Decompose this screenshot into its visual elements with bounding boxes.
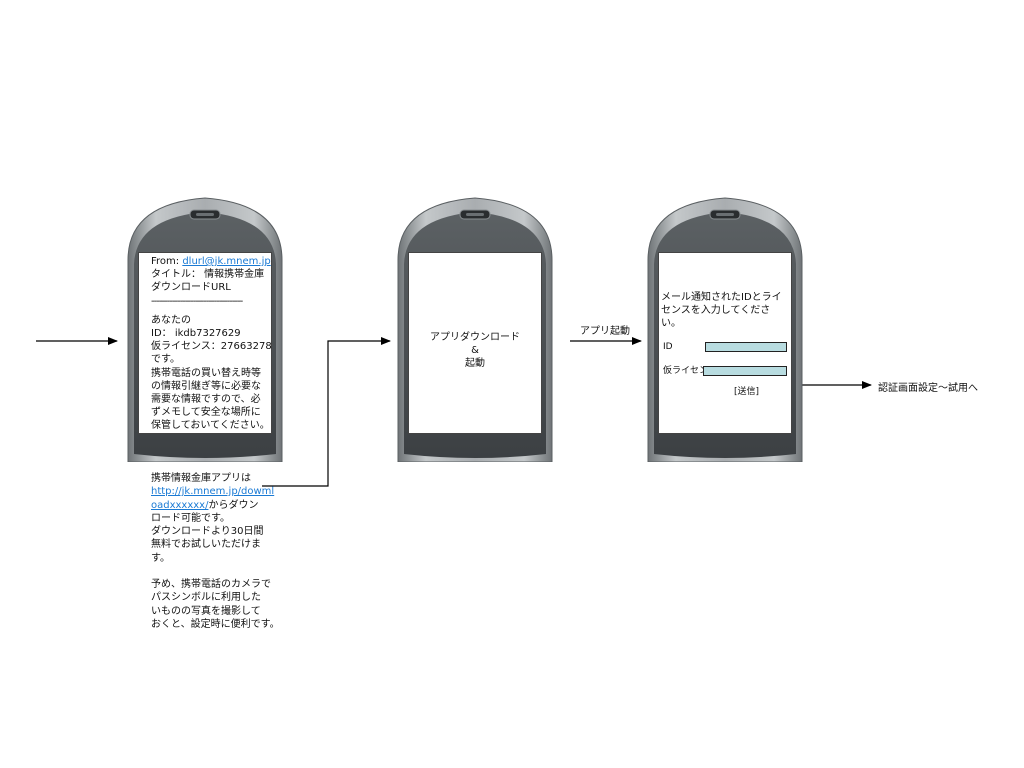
- license-row: 仮ライセンス: [661, 364, 789, 378]
- mail-body-line: 保管しておいてください。: [151, 420, 270, 432]
- mail-title-line: タイトル： 情報携帯金庫: [151, 269, 265, 281]
- id-row: ID: [661, 340, 789, 354]
- note-line: おくと、設定時に便利です。: [151, 618, 280, 630]
- instruction-line: メール通知されたIDとライ: [661, 292, 782, 303]
- launch-line: 起動: [465, 358, 485, 369]
- license-label: 仮ライセンス: [663, 366, 717, 376]
- phone-screen: メール通知されたIDとライ センスを入力してください。 ID 仮ライセンス [送…: [658, 252, 792, 434]
- note-line: 無料でお試しいただけま: [151, 539, 261, 551]
- download-url-link[interactable]: http://jk.mnem.jp/dowml: [151, 486, 275, 498]
- mail-title-line: ダウンロードURL: [151, 282, 231, 294]
- instruction-line: センスを入力してください。: [661, 305, 771, 329]
- mail-body-line: 仮ライセンス：27663278: [151, 341, 272, 353]
- phone-download: アプリダウンロード & 起動: [394, 190, 556, 462]
- download-message: アプリダウンロード & 起動: [409, 331, 541, 370]
- ampersand-line: &: [471, 345, 479, 356]
- id-input[interactable]: [705, 342, 787, 352]
- from-email-link[interactable]: dlurl@jk.mnem.jp: [182, 256, 271, 267]
- phone-screen: From: dlurl@jk.mnem.jp タイトル： 情報携帯金庫 ダウンロ…: [138, 252, 272, 434]
- next-step-label: 認証画面設定～試用へ: [878, 383, 978, 394]
- login-form: メール通知されたIDとライ センスを入力してください。 ID 仮ライセンス [送…: [659, 253, 791, 399]
- note-line: ロード可能です。: [151, 512, 230, 524]
- mail-body-line: です。: [151, 354, 180, 366]
- download-note: 携帯情報金庫アプリは http://jk.mnem.jp/dowml oadxx…: [151, 472, 286, 631]
- license-input[interactable]: [703, 366, 787, 376]
- mail-body-line: の情報引継ぎ等に必要な: [151, 380, 261, 392]
- app-launch-label: アプリ起動: [580, 326, 630, 337]
- note-line: 携帯情報金庫アプリは: [151, 473, 251, 484]
- mail-from: From: dlurl@jk.mnem.jp: [151, 255, 271, 268]
- mail-body-line: 需要な情報ですので、必: [151, 394, 261, 406]
- mail-divider: -----------------------------------: [151, 295, 243, 307]
- note-line: パスシンボルに利用した: [151, 592, 261, 604]
- note-line: いものの写真を撮影して: [151, 605, 261, 617]
- from-label: From:: [151, 256, 183, 267]
- download-url-link-cont[interactable]: oadxxxxxx/: [151, 499, 209, 511]
- note-line: す。: [151, 552, 170, 564]
- mail-body-line: あなたの: [151, 314, 191, 326]
- mail-body-line: ずメモして安全な場所に: [151, 407, 261, 419]
- login-instruction: メール通知されたIDとライ センスを入力してください。: [661, 291, 789, 330]
- id-label: ID: [663, 342, 673, 352]
- phone-screen: アプリダウンロード & 起動: [408, 252, 542, 434]
- note-line: ダウンロードより30日間: [151, 526, 264, 538]
- phone-mail: From: dlurl@jk.mnem.jp タイトル： 情報携帯金庫 ダウンロ…: [124, 190, 286, 462]
- mail-body-line: ID： ikdb7327629: [151, 328, 241, 340]
- download-line: アプリダウンロード: [430, 332, 520, 343]
- download-arrow: [262, 337, 391, 487]
- note-line: 予め、携帯電話のカメラで: [151, 579, 271, 591]
- mail-body-line: 携帯電話の買い替え時等: [151, 367, 261, 379]
- note-line: からダウン: [208, 499, 259, 511]
- submit-button[interactable]: [送信]: [733, 387, 759, 397]
- mail-message: From: dlurl@jk.mnem.jp タイトル： 情報携帯金庫 ダウンロ…: [139, 253, 271, 433]
- phone-login: メール通知されたIDとライ センスを入力してください。 ID 仮ライセンス [送…: [644, 190, 806, 462]
